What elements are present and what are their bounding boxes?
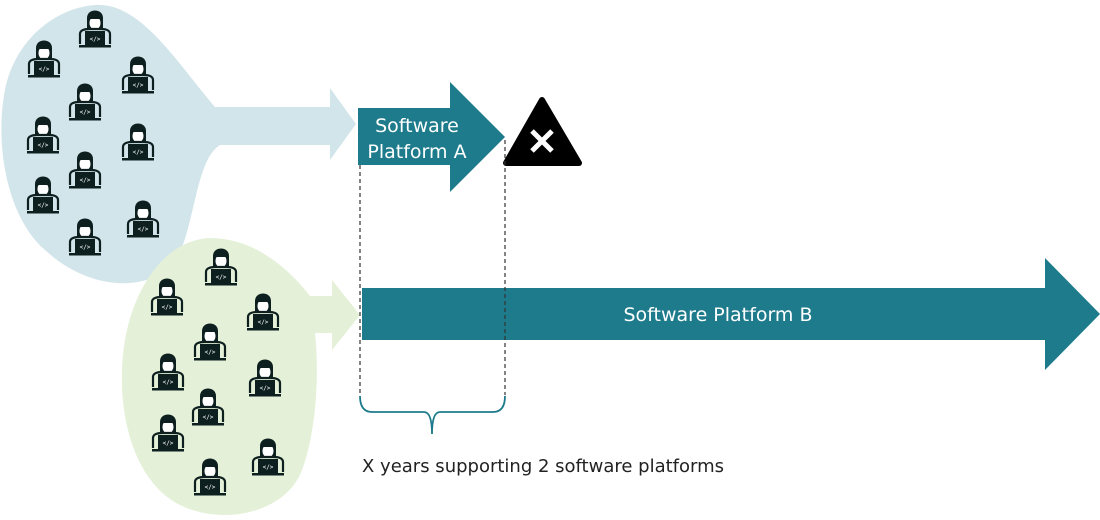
- platform-b-label: Software Platform B: [624, 304, 813, 326]
- overlap-caption: X years supporting 2 software platforms: [362, 456, 724, 477]
- platform-a-label-line2: Platform A: [367, 141, 466, 163]
- team-b-blob: [121, 238, 360, 515]
- team-a-blob: [1, 4, 357, 284]
- overlap-brace: [359, 395, 506, 435]
- platform-b-arrow: Software Platform B: [362, 258, 1100, 370]
- platform-a-label-line1: Software: [375, 115, 459, 137]
- x-triangle-icon: [503, 97, 582, 166]
- platform-a-arrow: Software Platform A: [358, 82, 505, 192]
